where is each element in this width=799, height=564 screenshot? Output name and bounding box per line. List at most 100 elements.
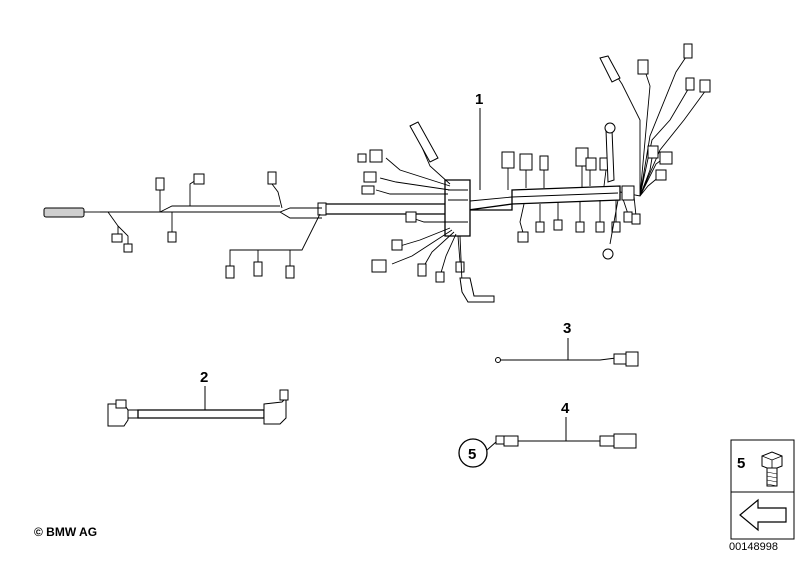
lower-left-branch [229,213,321,268]
uc-wire-3 [379,177,451,191]
sleeve-lines [448,189,468,223]
cable-2-right-connector [263,396,287,425]
fr-connector-8 [655,169,667,181]
fr-drop-connector [631,213,641,225]
ul-wire-3 [271,183,283,209]
lc-connector-3 [371,259,387,273]
cable-4-left-boot [503,435,519,447]
rl-connector-2 [535,221,545,233]
ru-wire-6 [603,169,607,187]
lc-wire-2 [399,227,451,247]
cable-2-left-boot [127,409,139,419]
cable-3-wire [500,357,617,361]
left-connector-a [111,233,123,243]
far-right-bundle [609,53,707,197]
rl-wire-1 [519,203,525,237]
cable-2 [107,389,289,427]
engine-wiring-harness [43,43,711,303]
trunk-clip [317,202,327,216]
callout-1: 1 [475,91,483,108]
fr-connector-7 [659,151,673,165]
left-sub-wire [107,211,129,246]
callout-3: 3 [563,320,571,337]
legend-box: 5 [730,439,795,540]
lc-connector-5 [435,271,445,283]
cable-4-ring [495,435,505,445]
ru-connector-1 [501,151,515,169]
cable-4-plug [599,435,615,447]
rl-connector-7 [623,211,633,223]
lc-connector-4 [417,263,427,277]
cable-3-plug [613,353,627,365]
cable-4-connector [613,433,637,449]
uc-long-connector [409,121,439,163]
left-connector-b [123,243,133,253]
lc-wire-5 [439,233,457,277]
left-end-connector [43,207,85,218]
cable-3-terminal [495,357,501,363]
bolt-icon [761,451,783,487]
uc-wire-4 [375,189,448,195]
rl-wire-ring [609,199,619,245]
fr-connector-5 [699,79,711,93]
arrow-left-icon[interactable] [739,498,787,532]
ru-connector-3 [539,155,549,171]
uc-wire-2 [385,157,451,187]
lc-connector-6 [455,261,465,273]
circled-callout-5: 5 [468,446,476,463]
lower-connector-2 [253,261,263,277]
uc-connector-a [369,149,383,163]
fr-connector-4 [685,77,695,91]
fr-connector-1 [599,55,621,83]
harness-trunk [321,203,449,215]
ru-connector-4 [575,147,589,167]
cable-2-right-cap [279,389,289,401]
document-number: 00148998 [729,541,778,553]
ru-connector-5 [585,157,597,171]
fr-connector-6 [647,145,659,159]
lower-connector-3 [285,265,295,279]
ru-long-connector [605,129,615,183]
cable-3-connector [625,351,639,367]
lc-wire-6 [457,235,461,263]
ru-ring-terminal [604,122,616,134]
fr-connector-3 [683,43,693,59]
harness-sleeve [444,179,471,237]
callout-2: 2 [200,369,208,386]
lc-wire-3 [391,229,453,265]
lower-connector-1 [225,265,235,279]
uc-connector-b [357,153,367,163]
harness-trunk-right [467,185,621,211]
lc-wire-1 [411,217,450,223]
cable-3 [495,351,639,367]
lc-connector-2 [391,239,403,251]
fr-connector-2 [637,59,649,75]
ul-connector-3 [267,171,277,185]
harness-trunk-right-line [469,192,619,202]
rl-connector-3 [553,219,563,231]
left-connector-c [167,231,177,243]
cable-2-wire [137,409,265,419]
left-branch-wire [100,205,322,219]
lc-wire-4 [423,231,455,267]
ul-connector-1 [155,177,165,191]
rl-connector-4 [575,221,585,233]
rl-connector-6 [611,221,621,233]
rl-connector-5 [595,221,605,233]
legend-item-number: 5 [737,455,745,472]
uc-connector-d [361,185,375,195]
fr-drop-wire [633,195,637,217]
fr-junction [621,185,635,201]
cable-4 [495,433,637,449]
lc-connector-1 [405,211,417,223]
lc-elbow-sensor [459,277,495,303]
rl-connector-1 [517,231,529,243]
rl-ring-terminal [602,248,614,260]
ru-connector-2 [519,153,533,171]
leader-line-5 [486,441,497,451]
copyright-label: © BMW AG [34,525,98,539]
uc-connector-c [363,171,377,183]
ul-connector-2 [193,173,205,185]
